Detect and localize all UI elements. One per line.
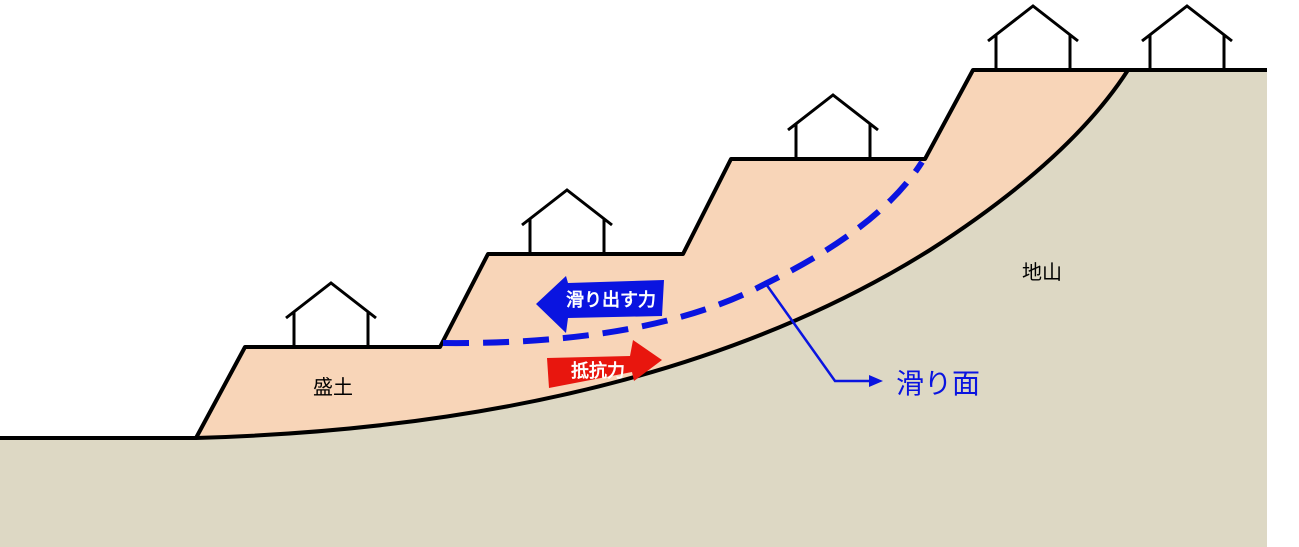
fill-label: 盛土 <box>313 375 353 399</box>
slip-surface-leader <box>755 282 872 383</box>
slip-surface-label: 滑り面 <box>896 367 980 400</box>
resisting-force-label: 抵抗力 <box>571 360 625 382</box>
resisting-force-arrow <box>547 340 662 388</box>
house-icon <box>1141 4 1233 70</box>
natural-ground <box>0 70 1267 547</box>
leader-arrowhead <box>869 375 883 387</box>
driving-force-arrow <box>536 276 664 333</box>
driving-force-label: 滑り出す力 <box>566 289 656 311</box>
house-icon <box>285 281 377 347</box>
ground-label: 地山 <box>1022 260 1062 284</box>
house-icon <box>987 4 1079 70</box>
ground-outline <box>0 68 1267 440</box>
house-icon <box>521 188 613 254</box>
house-icon <box>787 93 879 159</box>
